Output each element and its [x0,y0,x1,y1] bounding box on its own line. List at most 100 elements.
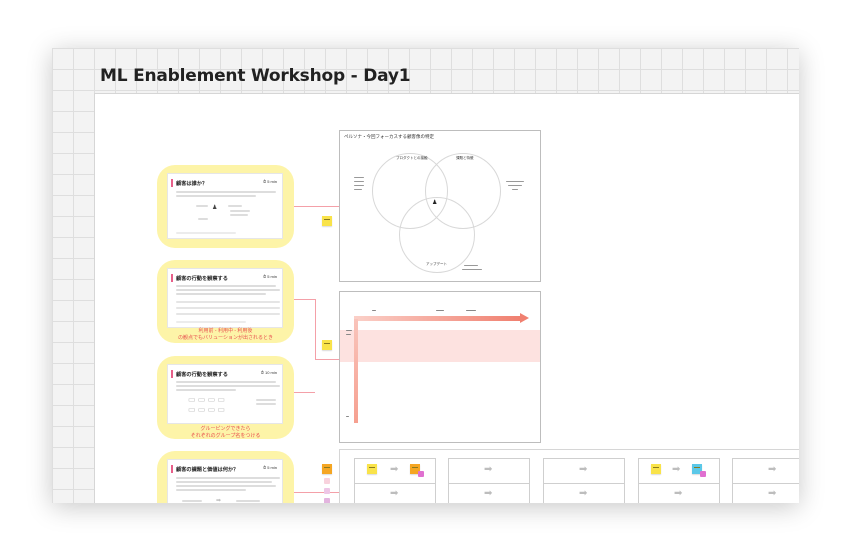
slide-preview[interactable]: 顧客の行動を観察する ⏱ 10 min ▭ ▭ ▭ ▭ ▭ ▭ ▭ ▭ [168,365,282,423]
mini-sticky[interactable] [324,498,330,503]
persona-frame[interactable]: ペルソナ・今回フォーカスする顧客像の特定 プロダクトとの接触 課題と特徴 アップ… [339,130,541,282]
text-line [508,185,522,186]
connector-line [315,299,316,359]
connector-line [293,206,339,207]
timer-label: 5 min [267,274,277,279]
slide-preview[interactable]: 顧客は誰か？ ⏱ 5 min ♟ [168,174,282,238]
arrow-right-icon: ➡ [579,488,588,499]
text-line [236,500,260,502]
text-line [372,310,376,311]
arrow-right-icon: ➡ [672,464,681,475]
venn-label: 課題と特徴 [456,156,474,160]
venn-label: アップデート [426,262,447,266]
sticky-note[interactable] [322,464,332,474]
sticky-text [653,467,659,468]
arrow-right-icon: ➡ [768,464,777,475]
text-line [512,189,518,190]
instruction-card-2[interactable]: 顧客の行動を観察する ⏱ 5 min 利用前 - 利用中 - 利用後 の観点でも… [157,260,294,343]
timer-label: 10 min [264,370,277,375]
person-icon: ♟ [212,205,218,211]
workshop-sheet[interactable]: 顧客は誰か？ ⏱ 5 min ♟ 顧客の行動を観察する ⏱ 5 min [94,93,799,503]
text-line [354,189,362,190]
timer-icon: ⏱ 10 min [260,370,277,375]
mini-sticky[interactable] [324,488,330,494]
board-canvas[interactable]: ML Enablement Workshop - Day1 顧客は誰か？ ⏱ 5… [52,48,799,503]
text-line [176,381,276,383]
connector-line [315,359,339,360]
board-title: ML Enablement Workshop - Day1 [100,66,411,86]
sticky-text [324,219,330,220]
instruction-card-3[interactable]: 顧客の行動を観察する ⏱ 10 min ▭ ▭ ▭ ▭ ▭ ▭ ▭ ▭ グルーピ… [157,356,294,439]
text-line [176,301,280,303]
grouping-frame[interactable]: ➡ ➡ ➡ ➡ ➡ ➡ ➡ ➡ [339,449,799,503]
sticky-note[interactable] [322,216,332,226]
text-line [176,313,280,315]
instruction-card-1[interactable]: 顧客は誰か？ ⏱ 5 min ♟ [157,165,294,248]
sticky-text [369,467,375,468]
mini-sticky[interactable] [418,471,424,477]
connector-line [293,392,315,393]
text-line [256,399,276,401]
venn-label: プロダクトとの接触 [396,156,428,160]
timeline-arrow [354,316,520,321]
sticky-note[interactable] [651,464,661,474]
grouping-diagram: ▭ ▭ ▭ ▭ [188,395,225,404]
text-line [176,477,280,479]
text-line [176,285,276,287]
grouping-diagram: ▭ ▭ ▭ ▭ [188,405,225,414]
text-line [466,310,476,311]
accent-bar [171,179,173,187]
sticky-text [694,467,700,468]
slide-title: 顧客は誰か？ [176,181,208,187]
arrow-right-icon: ➡ [674,488,683,499]
arrow-right-icon: ➡ [216,498,222,503]
text-line [198,218,208,220]
slide-title: 顧客の行動を観察する [176,276,228,282]
text-line [176,389,236,391]
text-line [176,195,256,197]
text-line [346,416,349,417]
sticky-note[interactable] [410,464,420,474]
mini-sticky[interactable] [324,478,330,484]
text-line [436,310,444,311]
highlight-band [340,330,540,362]
text-line [176,307,280,309]
divider [544,483,624,484]
group-box[interactable]: ➡ ➡ [638,458,720,503]
sticky-note[interactable] [322,340,332,350]
slide-preview[interactable]: 顧客の課題と価値は何か？ ⏱ 5 min ➡ [168,460,282,503]
divider [449,483,529,484]
person-icon: ♟ [432,200,438,206]
slide-title: 顧客の行動を観察する [176,372,228,378]
arrow-right-icon: ➡ [390,464,399,475]
group-box[interactable]: ➡ ➡ [354,458,436,503]
group-box[interactable]: ➡ ➡ [732,458,799,503]
text-line [176,485,276,487]
text-line [230,214,248,216]
arrow-right-icon: ➡ [484,464,493,475]
arrow-right-icon [520,313,529,323]
divider [733,483,799,484]
text-line [346,330,352,331]
text-line [176,289,280,291]
text-line [230,210,250,212]
mini-sticky[interactable] [700,471,706,477]
accent-bar [171,465,173,473]
slide-preview[interactable]: 顧客の行動を観察する ⏱ 5 min [168,269,282,327]
group-box[interactable]: ➡ ➡ [448,458,530,503]
text-line [506,181,524,182]
text-line [176,321,246,323]
sticky-note[interactable] [692,464,702,474]
divider [639,483,719,484]
venn-circle [399,197,475,273]
caption-text: グルーピングできたら [200,426,251,432]
arrow-right-icon: ➡ [484,488,493,499]
instruction-card-4[interactable]: 顧客の課題と価値は何か？ ⏱ 5 min ➡ [157,451,294,503]
group-box[interactable]: ➡ ➡ [543,458,625,503]
slide-title: 顧客の課題と価値は何か？ [176,467,239,473]
frame-title: ペルソナ・今回フォーカスする顧客像の特定 [344,134,434,139]
text-line [256,403,276,405]
sticky-note[interactable] [367,464,377,474]
journey-frame[interactable] [339,291,541,443]
connector-line [293,492,339,493]
